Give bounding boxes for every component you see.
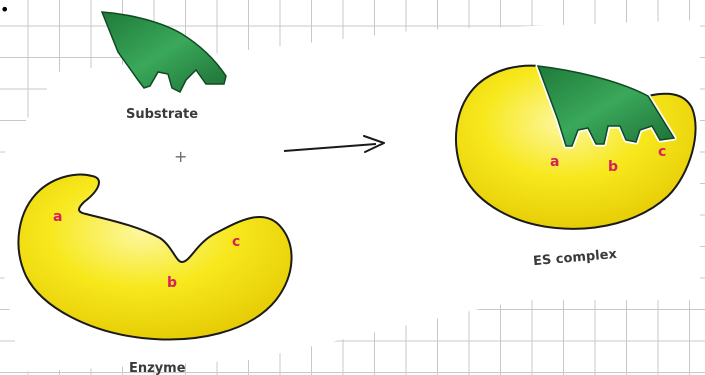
- enzyme-site-a: a: [53, 209, 62, 225]
- complex-site-c: c: [658, 144, 666, 160]
- complex-site-b: b: [608, 159, 618, 175]
- enzyme-site-c: c: [232, 234, 240, 250]
- substrate-label: Substrate: [126, 107, 198, 122]
- enzyme-site-b: b: [167, 275, 177, 291]
- enzyme-label: Enzyme: [129, 361, 186, 375]
- complex-site-a: a: [550, 154, 559, 170]
- plus-sign: +: [174, 147, 187, 166]
